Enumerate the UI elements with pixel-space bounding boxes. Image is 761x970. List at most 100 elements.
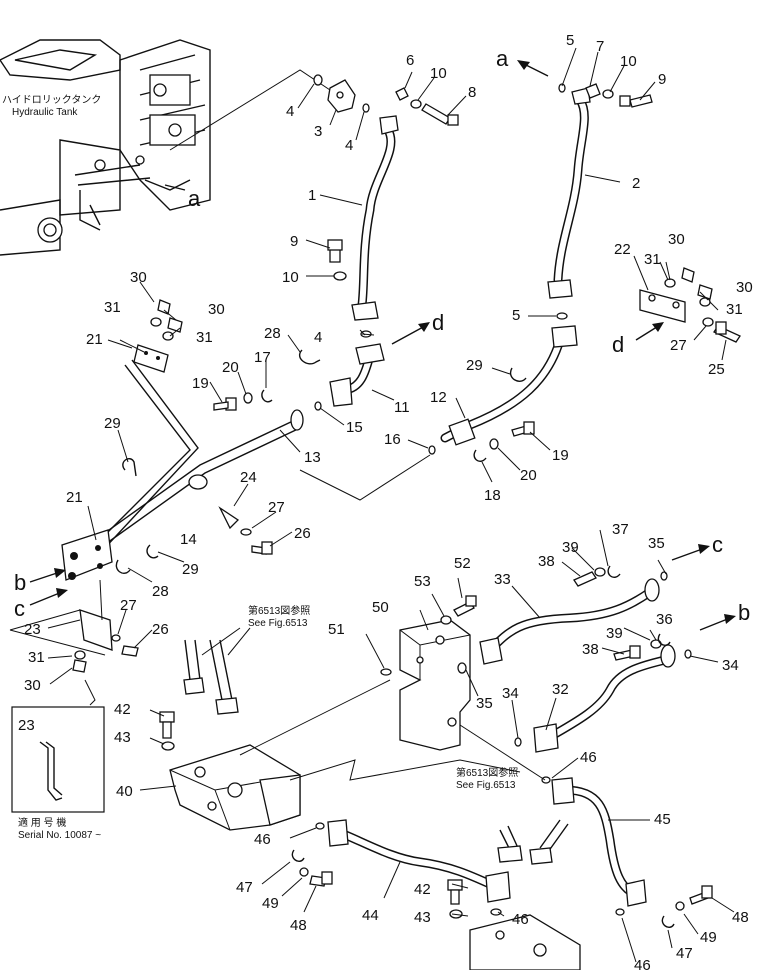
hose-32	[533, 644, 676, 753]
callout-23: 23	[24, 621, 41, 638]
tank-label-en: Hydraulic Tank	[12, 107, 78, 118]
pipe-13	[94, 409, 304, 549]
callout-52: 52	[454, 555, 471, 572]
serial-label-en: Serial No. 10087 ~	[18, 830, 101, 841]
callout-31: 31	[644, 251, 661, 268]
callout-10: 10	[620, 53, 637, 70]
callout-35: 35	[648, 535, 665, 552]
callout-30: 30	[668, 231, 685, 248]
hose-2	[547, 87, 591, 299]
callout-29: 29	[104, 415, 121, 432]
connector-arrows	[29, 60, 736, 631]
callout-46: 46	[512, 911, 529, 928]
callout-46: 46	[634, 957, 651, 970]
fig-6513-tubes-right	[497, 819, 569, 865]
callout-14: 14	[180, 531, 197, 548]
callout-34: 34	[502, 685, 519, 702]
hose-44	[327, 819, 511, 903]
callout-21: 21	[86, 331, 103, 348]
callout-20: 20	[222, 359, 239, 376]
callout-26: 26	[152, 621, 169, 638]
connector-a-top: a	[496, 46, 509, 71]
callout-11: 11	[394, 399, 410, 416]
callout-36: 36	[656, 611, 673, 628]
serial-label-jp: 適 用 号 機	[18, 816, 66, 829]
callout-8: 8	[468, 84, 476, 101]
callout-27: 27	[120, 597, 137, 614]
connector-b-right: b	[738, 600, 750, 625]
callout-10: 10	[430, 65, 447, 82]
callout-6: 6	[406, 52, 414, 69]
hose-1	[351, 115, 399, 321]
mid-fasteners	[111, 392, 535, 657]
ref-label-en-2: See Fig.6513	[456, 780, 516, 791]
connector-c-right: c	[712, 532, 723, 557]
callout-9: 9	[290, 233, 298, 250]
callout-40: 40	[116, 783, 133, 800]
callout-24: 24	[240, 469, 257, 486]
callout-15: 15	[346, 419, 363, 436]
callout-18: 18	[484, 487, 501, 504]
callout-48: 48	[290, 917, 307, 934]
callout-51: 51	[328, 621, 345, 638]
callout-30: 30	[130, 269, 147, 286]
callout-13: 13	[304, 449, 321, 466]
valve-block-40	[169, 744, 301, 831]
callout-31: 31	[28, 649, 45, 666]
callout-26: 26	[294, 525, 311, 542]
callout-29: 29	[466, 357, 483, 374]
bracket-23	[9, 579, 113, 706]
callout-4: 4	[345, 137, 353, 154]
hose-33	[479, 578, 660, 665]
pipe-14	[79, 359, 208, 567]
callout-46: 46	[254, 831, 271, 848]
callout-29: 29	[182, 561, 199, 578]
callout-31: 31	[104, 299, 121, 316]
callout-35: 35	[476, 695, 493, 712]
callout-27: 27	[670, 337, 687, 354]
callout-42: 42	[114, 701, 131, 718]
inset-part-number: 23	[18, 717, 35, 734]
connector-d-mid: d	[432, 310, 444, 335]
serial-inset: 23 適 用 号 機 Serial No. 10087 ~	[11, 706, 105, 841]
callout-38: 38	[538, 553, 555, 570]
callout-28: 28	[264, 325, 281, 342]
fig-6513-tubes-left	[183, 627, 251, 715]
callout-17: 17	[254, 349, 271, 366]
callout-27: 27	[268, 499, 285, 516]
callout-4: 4	[314, 329, 322, 346]
callout-12: 12	[430, 389, 447, 406]
callout-53: 53	[414, 573, 431, 590]
callout-19: 19	[552, 447, 569, 464]
callout-39: 39	[606, 625, 623, 642]
ref-label-jp-1: 第6513図参照	[248, 604, 310, 617]
callout-48: 48	[732, 909, 749, 926]
callout-30: 30	[208, 301, 225, 318]
callout-31: 31	[726, 301, 743, 318]
callout-46: 46	[580, 749, 597, 766]
connector-b-left: b	[14, 570, 26, 595]
callout-50: 50	[372, 599, 389, 616]
callout-4: 4	[286, 103, 294, 120]
clamp-21-lower	[61, 529, 113, 581]
hose-45	[551, 777, 647, 907]
callout-37: 37	[612, 521, 629, 538]
lower-fasteners	[159, 565, 713, 928]
callout-5: 5	[512, 307, 520, 324]
callout-22: 22	[614, 241, 631, 258]
callout-47: 47	[236, 879, 253, 896]
callout-2: 2	[632, 175, 640, 192]
callout-32: 32	[552, 681, 569, 698]
callout-28: 28	[152, 583, 169, 600]
ref-label-en-1: See Fig.6513	[248, 618, 308, 629]
block-50	[380, 619, 471, 751]
callout-5: 5	[566, 32, 574, 49]
callout-10: 10	[282, 269, 299, 286]
clips	[115, 349, 527, 574]
pipe-12	[440, 325, 578, 446]
ref-label-jp-2: 第6513図参照	[456, 766, 518, 779]
callout-30: 30	[736, 279, 753, 296]
pipe-11	[329, 343, 385, 407]
